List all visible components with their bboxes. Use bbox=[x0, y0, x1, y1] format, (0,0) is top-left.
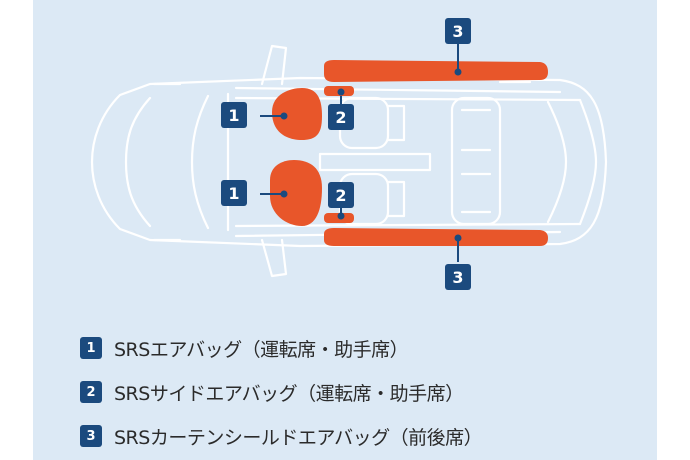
marker-3-bottom: 3 bbox=[445, 264, 471, 290]
front-airbag-driver bbox=[272, 88, 322, 140]
marker-1-passenger: 1 bbox=[221, 180, 247, 206]
curtain-airbag-bottom bbox=[324, 228, 548, 246]
marker-2-passenger: 2 bbox=[328, 182, 354, 208]
windshield-line bbox=[190, 94, 210, 230]
front-airbag-passenger bbox=[270, 160, 322, 226]
legend-text-2: SRSサイドエアバッグ（運転席・助手席） bbox=[114, 382, 464, 405]
legend-item-3: 3 SRSカーテンシールドエアバッグ（前後席） bbox=[80, 414, 483, 458]
legend-item-2: 2 SRSサイドエアバッグ（運転席・助手席） bbox=[80, 370, 482, 414]
mirror-bottom bbox=[260, 238, 288, 278]
marker-2-driver: 2 bbox=[328, 104, 354, 130]
legend-text-1: SRSエアバッグ（運転席・助手席） bbox=[114, 338, 409, 361]
hood-line bbox=[124, 96, 152, 228]
legend-text-3: SRSカーテンシールドエアバッグ（前後席） bbox=[114, 426, 483, 449]
legend-badge-3: 3 bbox=[80, 425, 102, 447]
marker-3-top: 3 bbox=[445, 18, 471, 44]
rear-seat bbox=[450, 96, 502, 226]
legend-item-1: 1 SRSエアバッグ（運転席・助手席） bbox=[80, 326, 482, 370]
legend-badge-1: 1 bbox=[80, 337, 102, 359]
legend-badge-2: 2 bbox=[80, 381, 102, 403]
airbag-legend: 1 SRSエアバッグ（運転席・助手席） 2 SRSサイドエアバッグ（運転席・助手… bbox=[80, 326, 483, 458]
curtain-airbag-top bbox=[324, 60, 548, 82]
car-topview-illustration bbox=[90, 44, 608, 278]
marker-1-driver: 1 bbox=[221, 102, 247, 128]
car-body-outline bbox=[90, 76, 608, 248]
mirror-top bbox=[260, 44, 288, 86]
